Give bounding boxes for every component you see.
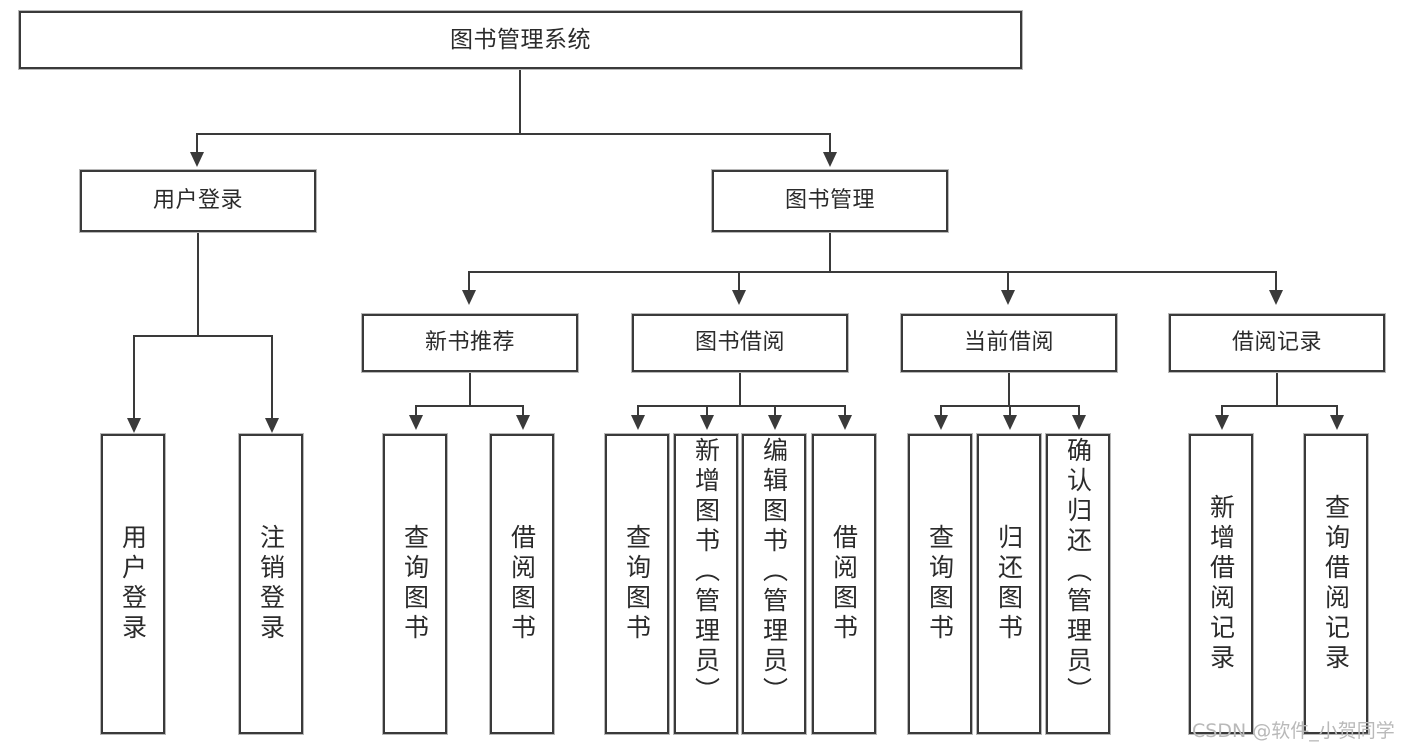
arrowhead-borrow-record-leaf-1 bbox=[1215, 415, 1229, 430]
leaf-add-borrow-record[interactable]: 新增借阅记录 bbox=[1189, 434, 1253, 734]
connector-current-borrow-to-leaf-3 bbox=[1078, 405, 1080, 417]
arrowhead-user-login-leaf-2 bbox=[265, 418, 279, 433]
connector-new-book-to-leaf-2 bbox=[522, 405, 524, 417]
node-label: 查询图书 bbox=[622, 524, 652, 644]
node-label: 新增图书（管理员） bbox=[691, 437, 721, 707]
leaf-query-book-borrow[interactable]: 查询图书 bbox=[605, 434, 669, 734]
node-label: 用户登录 bbox=[152, 188, 243, 213]
connector-bm-to-borrow-record bbox=[1275, 271, 1277, 293]
connector-current-borrow-to-leaf-1 bbox=[940, 405, 942, 417]
leaf-borrow-book-recommend[interactable]: 借阅图书 bbox=[490, 434, 554, 734]
connector-root-bar bbox=[196, 133, 830, 135]
connector-book-borrow-to-leaf-1 bbox=[637, 405, 639, 417]
node-label: 归还图书 bbox=[994, 524, 1024, 644]
node-label: 借阅图书 bbox=[507, 524, 537, 644]
arrowhead-root-to-book-management bbox=[823, 152, 837, 167]
arrowhead-bm-book-borrow bbox=[732, 290, 746, 305]
connector-book-borrow-bar bbox=[637, 405, 846, 407]
leaf-user-logout[interactable]: 注销登录 bbox=[239, 434, 303, 734]
node-label: 图书管理系统 bbox=[450, 26, 591, 53]
connector-book-borrow-to-leaf-4 bbox=[844, 405, 846, 417]
connector-book-borrow-to-leaf-3 bbox=[774, 405, 776, 417]
connector-new-book-to-leaf-1 bbox=[415, 405, 417, 417]
leaf-return-book[interactable]: 归还图书 bbox=[977, 434, 1041, 734]
connector-book-management-stem bbox=[829, 232, 831, 273]
connector-root-to-book-management bbox=[829, 133, 831, 155]
leaf-user-login[interactable]: 用户登录 bbox=[101, 434, 165, 734]
node-label: 图书借阅 bbox=[694, 330, 785, 355]
connector-user-login-bar bbox=[133, 335, 273, 337]
connector-borrow-record-to-leaf-1 bbox=[1221, 405, 1223, 417]
arrowhead-current-borrow-leaf-2 bbox=[1003, 415, 1017, 430]
connector-book-management-bar bbox=[468, 271, 1276, 273]
arrowhead-book-borrow-leaf-4 bbox=[838, 415, 852, 430]
node-label: 查询图书 bbox=[925, 524, 955, 644]
node-new-book-recommend[interactable]: 新书推荐 bbox=[362, 314, 578, 372]
node-label: 注销登录 bbox=[256, 524, 286, 644]
node-label: 新书推荐 bbox=[424, 330, 515, 355]
connector-bm-to-book-borrow bbox=[738, 271, 740, 293]
connector-borrow-record-bar bbox=[1221, 405, 1338, 407]
node-label: 用户登录 bbox=[118, 524, 148, 644]
arrowhead-book-borrow-leaf-2 bbox=[700, 415, 714, 430]
arrowhead-bm-current-borrow bbox=[1001, 290, 1015, 305]
leaf-query-borrow-record[interactable]: 查询借阅记录 bbox=[1304, 434, 1368, 734]
node-label: 借阅记录 bbox=[1231, 330, 1322, 355]
watermark-text: CSDN @软件_小贺同学 bbox=[1192, 720, 1395, 742]
connector-current-borrow-to-leaf-2 bbox=[1009, 405, 1011, 417]
connector-user-login-to-leaf-1 bbox=[133, 335, 135, 420]
connector-book-borrow-stem bbox=[739, 372, 741, 407]
arrowhead-book-borrow-leaf-3 bbox=[768, 415, 782, 430]
node-book-management[interactable]: 图书管理 bbox=[712, 170, 948, 232]
leaf-edit-book-admin[interactable]: 编辑图书（管理员） bbox=[742, 434, 806, 734]
connector-current-borrow-stem bbox=[1008, 372, 1010, 407]
node-book-borrow[interactable]: 图书借阅 bbox=[632, 314, 848, 372]
node-label: 新增借阅记录 bbox=[1206, 494, 1236, 674]
node-label: 查询图书 bbox=[400, 524, 430, 644]
node-label: 编辑图书（管理员） bbox=[759, 437, 789, 707]
connector-new-book-bar bbox=[415, 405, 524, 407]
node-label: 查询借阅记录 bbox=[1321, 494, 1351, 674]
node-label: 借阅图书 bbox=[829, 524, 859, 644]
leaf-borrow-book[interactable]: 借阅图书 bbox=[812, 434, 876, 734]
connector-root-to-user-login bbox=[196, 133, 198, 155]
arrowhead-current-borrow-leaf-1 bbox=[934, 415, 948, 430]
connector-new-book-stem bbox=[469, 372, 471, 407]
arrowhead-user-login-leaf-1 bbox=[127, 418, 141, 433]
connector-root-stem bbox=[519, 69, 521, 134]
arrowhead-bm-borrow-record bbox=[1269, 290, 1283, 305]
node-label: 当前借阅 bbox=[963, 330, 1054, 355]
connector-borrow-record-to-leaf-2 bbox=[1336, 405, 1338, 417]
leaf-confirm-return-admin[interactable]: 确认归还（管理员） bbox=[1046, 434, 1110, 734]
node-label: 确认归还（管理员） bbox=[1063, 437, 1093, 707]
arrowhead-new-book-leaf-2 bbox=[516, 415, 530, 430]
node-label: 图书管理 bbox=[784, 188, 875, 213]
connector-user-login-to-leaf-2 bbox=[271, 335, 273, 420]
node-book-management-system[interactable]: 图书管理系统 bbox=[19, 11, 1022, 69]
connector-user-login-stem bbox=[197, 232, 199, 336]
arrowhead-new-book-leaf-1 bbox=[409, 415, 423, 430]
arrowhead-root-to-user-login bbox=[190, 152, 204, 167]
arrowhead-book-borrow-leaf-1 bbox=[631, 415, 645, 430]
connector-bm-to-new-book bbox=[468, 271, 470, 293]
leaf-query-book-current[interactable]: 查询图书 bbox=[908, 434, 972, 734]
leaf-add-book-admin[interactable]: 新增图书（管理员） bbox=[674, 434, 738, 734]
connector-borrow-record-stem bbox=[1276, 372, 1278, 407]
arrowhead-current-borrow-leaf-3 bbox=[1072, 415, 1086, 430]
arrowhead-bm-new-book bbox=[462, 290, 476, 305]
connector-book-borrow-to-leaf-2 bbox=[706, 405, 708, 417]
leaf-query-book-recommend[interactable]: 查询图书 bbox=[383, 434, 447, 734]
node-borrow-record[interactable]: 借阅记录 bbox=[1169, 314, 1385, 372]
node-current-borrow[interactable]: 当前借阅 bbox=[901, 314, 1117, 372]
connector-bm-to-current-borrow bbox=[1007, 271, 1009, 293]
node-user-login[interactable]: 用户登录 bbox=[80, 170, 316, 232]
arrowhead-borrow-record-leaf-2 bbox=[1330, 415, 1344, 430]
